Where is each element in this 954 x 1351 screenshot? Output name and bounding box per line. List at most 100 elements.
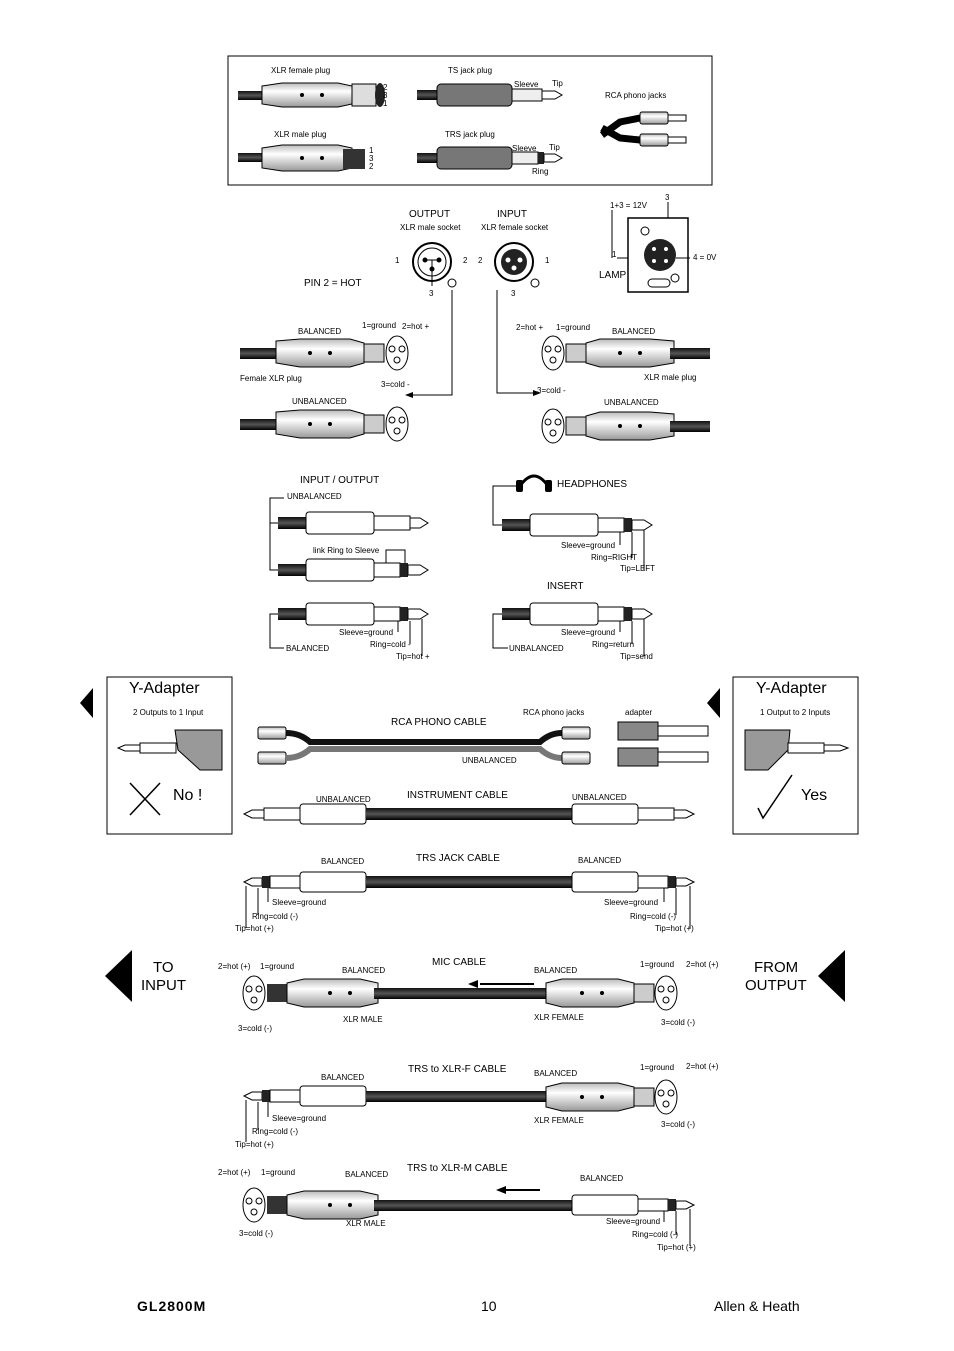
xlr-female-plug-icon (238, 82, 385, 108)
mpin-a: 1 (369, 146, 374, 155)
in-pin3: 3 (511, 289, 516, 298)
yes-verdict: Yes (801, 787, 828, 804)
xlrf-balanced-right: BALANCED (534, 1069, 578, 1078)
from-label: FROM (754, 959, 799, 976)
xlr-female-plug-label: XLR female plug (271, 66, 331, 75)
to-label: TO (153, 959, 174, 976)
hp-ring-label: Ring=RIGHT (591, 553, 638, 562)
mic-hot-left: 2=hot (+) (218, 962, 251, 971)
cold-f-label: 3=cold - (381, 380, 410, 389)
ts-jack-plug-icon (417, 83, 564, 107)
mic-cold-left: 3=cold (-) (238, 1024, 273, 1033)
in-pin1: 1 (545, 256, 550, 265)
unbalanced-female-xlr-wiring (240, 406, 409, 442)
mic-xlr-male-label: XLR MALE (343, 1015, 383, 1024)
trs-sleeve-label: Sleeve (512, 144, 537, 153)
mic-cable (242, 975, 678, 1011)
fpin-c: 1 (383, 99, 388, 108)
mic-balanced-left: BALANCED (342, 966, 386, 975)
from-output-arrow-icon (818, 950, 845, 1002)
trs-to-xlrf-cable (242, 1079, 678, 1115)
out-pin2: 2 (463, 256, 468, 265)
trs-sleeve-right: Sleeve=ground (604, 898, 659, 907)
fpin-a: 2 (383, 83, 388, 92)
output-leader-line (413, 290, 453, 396)
io-unbalanced-label: UNBALANCED (287, 492, 342, 501)
xlrf-sleeve: Sleeve=ground (272, 1114, 327, 1123)
xlrf-hot: 2=hot (+) (686, 1062, 719, 1071)
ins-unbalanced-label: UNBALANCED (509, 644, 564, 653)
mpin-c: 2 (369, 162, 374, 171)
adapter-label: adapter (625, 708, 653, 717)
trs-ring-left: Ring=cold (-) (252, 912, 299, 921)
xlrm-hot: 2=hot (+) (218, 1168, 251, 1177)
output-label: OUTPUT (409, 209, 451, 220)
trs-ring-right: Ring=cold (-) (630, 912, 677, 921)
xlr-male-socket-icon (412, 242, 457, 288)
rca-jacks-label: RCA phono jacks (605, 91, 667, 100)
io-unbalanced-jack (278, 511, 429, 535)
xlrm-balanced-right: BALANCED (580, 1174, 624, 1183)
io-balanced-jack (278, 602, 429, 626)
xlrf-balanced-left: BALANCED (321, 1073, 365, 1082)
mpin-b: 3 (369, 154, 374, 163)
input-leader-line (496, 290, 533, 394)
trs-jack-plug-icon (417, 146, 564, 170)
io-tip-label: Tip=hot + (396, 652, 430, 661)
y-adapter-right-sub: 1 Output to 2 Inputs (760, 708, 831, 717)
xlrm-tip: Tip=hot (+) (657, 1243, 696, 1252)
headphones-jack (502, 513, 653, 537)
headphones-icon (516, 474, 552, 492)
insert-jack (502, 602, 653, 626)
unbalanced-male-xlr-wiring (541, 408, 710, 444)
xlrf-callout-lines (245, 1100, 269, 1142)
lamp-pin1: 1 (612, 250, 617, 259)
xlrf-ring: Ring=cold (-) (252, 1127, 299, 1136)
trs-tip-label: Tip (549, 143, 560, 152)
trs-balanced-right: BALANCED (578, 856, 622, 865)
xlrm-cold: 3=cold (-) (239, 1229, 274, 1238)
cold-m-label: 3=cold - (537, 386, 566, 395)
lamp-label: LAMP (599, 270, 627, 281)
trs-to-xlrm-cable (242, 1186, 696, 1223)
input-label: INPUT (497, 209, 527, 220)
trs-ring-label: Ring (532, 167, 549, 176)
mic-cold-right: 3=cold (-) (661, 1018, 696, 1027)
trs-xlrf-title: TRS to XLR-F CABLE (408, 1064, 507, 1075)
rca-phono-jacks-icon (599, 111, 687, 147)
xlrf-cold: 3=cold (-) (661, 1120, 696, 1129)
trs-jack-cable-title: TRS JACK CABLE (416, 853, 500, 864)
instrument-cable-title: INSTRUMENT CABLE (407, 790, 508, 801)
ins-tip-label: Tip=send (620, 652, 653, 661)
balanced-m-label: BALANCED (612, 327, 656, 336)
balanced-female-xlr-wiring (240, 335, 409, 371)
left-pointer-icon (80, 688, 93, 718)
out-pin3: 3 (429, 289, 434, 298)
xlr-male-plug-icon (238, 144, 365, 172)
trs-sleeve-left: Sleeve=ground (272, 898, 327, 907)
male-xlr-plug-label: XLR male plug (644, 373, 697, 382)
xlrm-xlr-male: XLR MALE (346, 1219, 386, 1228)
out-pin1: 1 (395, 256, 400, 265)
mic-xlr-female-label: XLR FEMALE (534, 1013, 584, 1022)
instrument-cable (242, 803, 696, 825)
io-ring-label: Ring=cold - (370, 640, 411, 649)
xlrm-ring: Ring=cold (-) (632, 1230, 679, 1239)
y-adapter-left-icon (116, 729, 223, 771)
mic-balanced-right: BALANCED (534, 966, 578, 975)
unbalanced-f-label: UNBALANCED (292, 397, 347, 406)
link-ring-sleeve-label: link Ring to Sleeve (313, 546, 380, 555)
output-sub-label: XLR male socket (400, 223, 461, 232)
ground-f-label: 1=ground (362, 321, 397, 330)
xlrf-xlr-female: XLR FEMALE (534, 1116, 584, 1125)
xlrf-ground: 1=ground (640, 1063, 675, 1072)
headphones-title: HEADPHONES (557, 479, 628, 490)
pin2-hot-label: PIN 2 = HOT (304, 278, 362, 289)
xlr-male-plug-label: XLR male plug (274, 130, 327, 139)
inst-unbalanced-left: UNBALANCED (316, 795, 371, 804)
xlr-female-socket-icon (494, 242, 540, 288)
rca-phono-cable (257, 721, 709, 767)
input-arrow-label: INPUT (141, 977, 186, 994)
y-adapter-left-sub: 2 Outputs to 1 Input (133, 708, 204, 717)
